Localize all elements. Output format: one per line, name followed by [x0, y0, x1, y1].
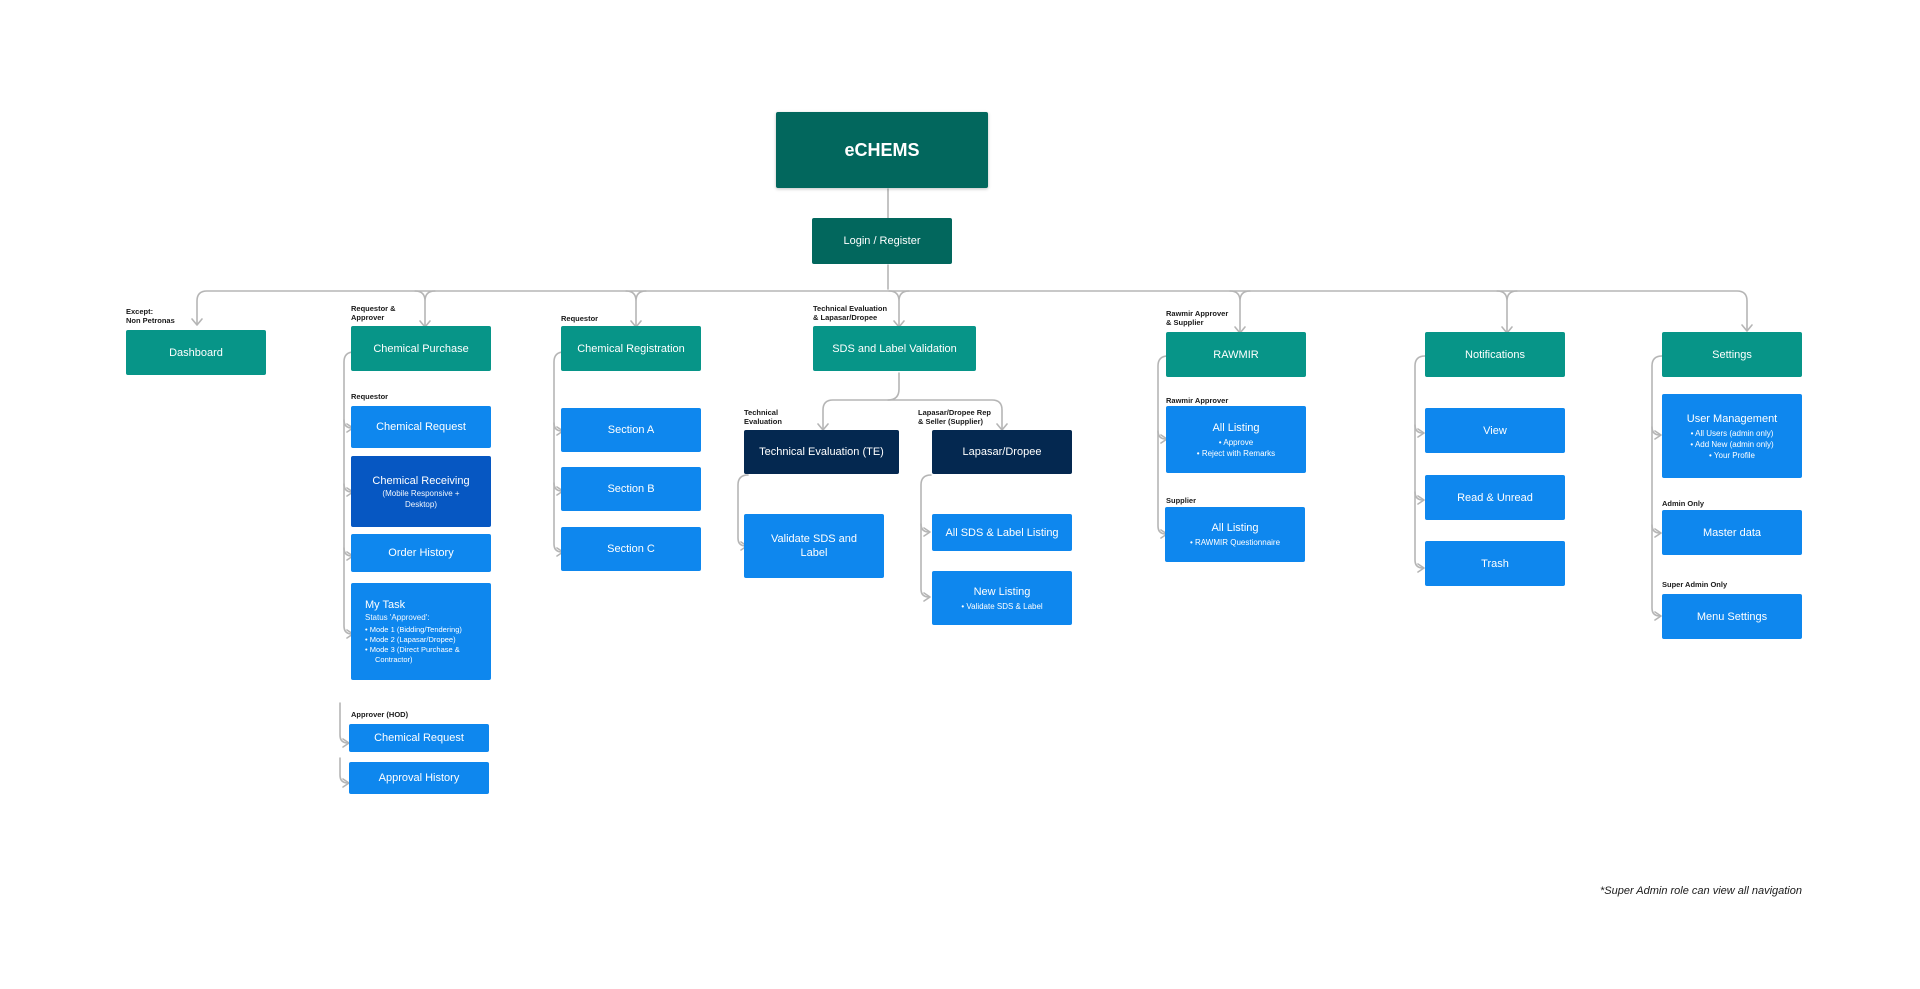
notification-read-unread-node[interactable]: Read & Unread	[1425, 475, 1565, 520]
approval-history-node[interactable]: Approval History	[349, 762, 489, 794]
list-item: Mode 2 (Lapasar/Dropee)	[365, 635, 491, 645]
user-management-node[interactable]: User Management All Users (admin only) A…	[1662, 394, 1802, 478]
registration-title: Chemical Registration	[577, 342, 685, 355]
listing2-title: All Listing	[1211, 522, 1259, 534]
list-item: Mode 3 (Direct Purchase & Contractor)	[365, 645, 491, 665]
dashboard-role-label: Except: Non Petronas	[126, 307, 175, 325]
dashboard-title: Dashboard	[169, 346, 223, 359]
list-item: All Users (admin only)	[1690, 428, 1773, 439]
dashboard-node[interactable]: Dashboard	[126, 330, 266, 375]
section-b-title: Section B	[607, 483, 655, 495]
login-title: Login / Register	[843, 235, 921, 247]
section-a-node[interactable]: Section A	[561, 408, 701, 452]
order-history-node[interactable]: Order History	[351, 534, 491, 572]
purchase-title: Chemical Purchase	[373, 342, 469, 355]
chemical-request-title: Chemical Request	[376, 421, 466, 433]
approver-chemical-request-node[interactable]: Chemical Request	[349, 724, 489, 752]
read-unread-title: Read & Unread	[1457, 491, 1533, 504]
listing2-list: RAWMIR Questionnaire	[1190, 537, 1280, 548]
list-item: Mode 1 (Bidding/Tendering)	[365, 625, 491, 635]
validate-sds-title: Validate SDS and Label	[770, 533, 858, 559]
section-b-node[interactable]: Section B	[561, 467, 701, 511]
all-sds-listing-node[interactable]: All SDS & Label Listing	[932, 514, 1072, 551]
settings-node[interactable]: Settings	[1662, 332, 1802, 377]
list-item: Validate SDS & Label	[961, 601, 1042, 612]
te-role-label: Technical Evaluation	[744, 408, 782, 426]
rawmir-supplier-label: Supplier	[1166, 496, 1197, 505]
validate-sds-node[interactable]: Validate SDS and Label	[744, 514, 884, 578]
list-item: Add New (admin only)	[1690, 439, 1774, 450]
chemical-receiving-node[interactable]: Chemical Receiving (Mobile Responsive + …	[351, 456, 491, 527]
super-admin-only-label: Super Admin Only	[1662, 580, 1728, 589]
list-item: Reject with Remarks	[1197, 448, 1275, 459]
menu-settings-node[interactable]: Menu Settings	[1662, 594, 1802, 639]
my-task-node[interactable]: My Task Status 'Approved': Mode 1 (Biddi…	[351, 583, 491, 680]
notification-trash-node[interactable]: Trash	[1425, 541, 1565, 586]
user-management-list: All Users (admin only) Add New (admin on…	[1690, 428, 1774, 461]
footnote: *Super Admin role can view all navigatio…	[1600, 885, 1802, 897]
trash-title: Trash	[1481, 557, 1509, 570]
rawmir-title: RAWMIR	[1213, 348, 1259, 361]
purchase-requestor-label: Requestor	[351, 392, 389, 401]
login-register-node[interactable]: Login / Register	[812, 218, 952, 264]
notification-view-node[interactable]: View	[1425, 408, 1565, 453]
chemical-purchase-node[interactable]: Chemical Purchase	[351, 326, 491, 371]
new-listing-title: New Listing	[973, 585, 1031, 598]
registration-role-label: Requestor	[561, 314, 599, 323]
echems-root-node: eCHEMS	[776, 112, 988, 188]
master-data-node[interactable]: Master data	[1662, 510, 1802, 555]
chemical-registration-node[interactable]: Chemical Registration	[561, 326, 701, 371]
view-title: View	[1483, 424, 1507, 437]
order-history-title: Order History	[388, 547, 454, 559]
lapasar-dropee-node[interactable]: Lapasar/Dropee	[932, 430, 1072, 474]
approval-history-title: Approval History	[378, 772, 460, 784]
rawmir-all-listing-supplier-node[interactable]: All Listing RAWMIR Questionnaire	[1165, 507, 1305, 562]
rawmir-node[interactable]: RAWMIR	[1166, 332, 1306, 377]
section-c-title: Section C	[607, 543, 655, 555]
purchase-role-label: Requestor & Approver	[351, 304, 396, 322]
rawmir-all-listing-approver-node[interactable]: All Listing Approve Reject with Remarks	[1166, 406, 1306, 473]
user-management-title: User Management	[1686, 412, 1778, 425]
technical-evaluation-node[interactable]: Technical Evaluation (TE)	[744, 430, 899, 474]
sds-title: SDS and Label Validation	[832, 342, 957, 355]
rawmir-approver-label: Rawmir Approver	[1166, 396, 1229, 405]
list-item: Your Profile	[1690, 450, 1773, 461]
master-data-title: Master data	[1702, 526, 1762, 539]
menu-settings-title: Menu Settings	[1696, 610, 1768, 623]
listing1-list: Approve Reject with Remarks	[1197, 437, 1275, 459]
my-task-status: Status 'Approved':	[365, 613, 430, 622]
new-listing-list: Validate SDS & Label	[961, 601, 1042, 612]
lapasar-role-label: Lapasar/Dropee Rep & Seller (Supplier)	[918, 408, 991, 426]
section-c-node[interactable]: Section C	[561, 527, 701, 571]
receiving-subtitle: (Mobile Responsive + Desktop)	[382, 488, 460, 509]
list-item: Approve	[1197, 437, 1275, 448]
lapasar-title: Lapasar/Dropee	[962, 446, 1042, 458]
my-task-title: My Task	[365, 599, 406, 611]
admin-only-label: Admin Only	[1662, 499, 1705, 508]
approver-request-title: Chemical Request	[374, 732, 464, 744]
my-task-list: Mode 1 (Bidding/Tendering) Mode 2 (Lapas…	[365, 625, 491, 665]
notifications-node[interactable]: Notifications	[1425, 332, 1565, 377]
listing1-title: All Listing	[1212, 421, 1260, 434]
receiving-title: Chemical Receiving	[372, 474, 470, 487]
all-sds-title: All SDS & Label Listing	[945, 526, 1059, 539]
sds-label-validation-node[interactable]: SDS and Label Validation	[813, 326, 976, 371]
settings-title: Settings	[1712, 348, 1752, 361]
te-title: Technical Evaluation (TE)	[759, 446, 884, 458]
notifications-title: Notifications	[1465, 348, 1525, 361]
sds-role-label: Technical Evaluation & Lapasar/Dropee	[813, 304, 888, 322]
approver-hod-label: Approver (HOD)	[351, 710, 409, 719]
chemical-request-node[interactable]: Chemical Request	[351, 406, 491, 448]
root-title: eCHEMS	[844, 140, 920, 160]
rawmir-role-label: Rawmir Approver & Supplier	[1166, 309, 1229, 327]
section-a-title: Section A	[607, 424, 655, 436]
list-item: RAWMIR Questionnaire	[1190, 537, 1280, 548]
new-listing-node[interactable]: New Listing Validate SDS & Label	[932, 571, 1072, 625]
